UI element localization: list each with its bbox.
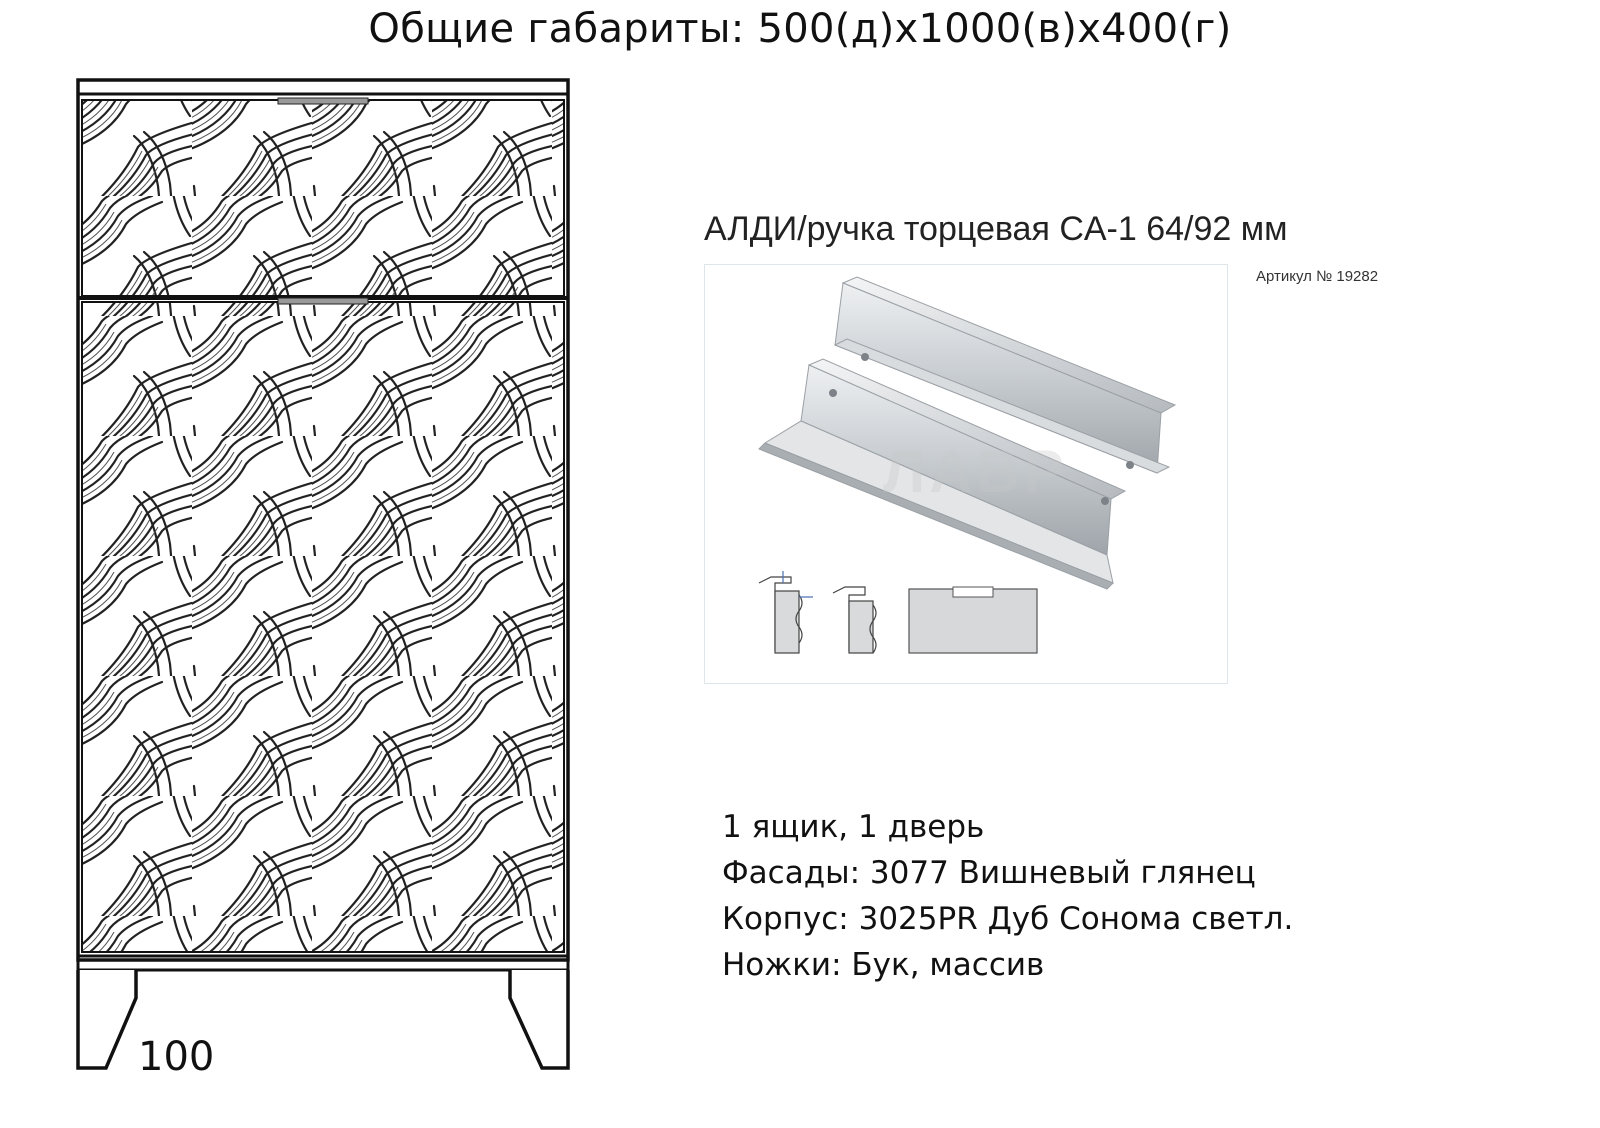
article-number: Артикул № 19282 bbox=[1256, 268, 1379, 285]
handle-name: АЛДИ/ручка торцевая CA-1 64/92 мм bbox=[704, 210, 1288, 248]
watermark-logo: ЛАВР bbox=[883, 438, 1068, 505]
specs-block: 1 ящик, 1 дверь Фасады: 3077 Вишневый гл… bbox=[722, 804, 1293, 988]
right-leg bbox=[508, 970, 570, 1070]
left-leg bbox=[76, 970, 138, 1070]
spec-configuration: 1 ящик, 1 дверь bbox=[722, 809, 985, 845]
cabinet-svg: 100 bbox=[76, 78, 570, 1080]
front-view bbox=[908, 586, 1038, 654]
spec-legs: Ножки: Бук, массив bbox=[722, 947, 1045, 983]
spec-body: Корпус: 3025PR Дуб Сонома светл. bbox=[722, 901, 1294, 937]
cabinet-drawing: 100 bbox=[72, 76, 592, 1110]
handle-illustration bbox=[758, 276, 1177, 654]
handle-profile-front bbox=[758, 358, 1127, 590]
spec-facades: Фасады: 3077 Вишневый глянец bbox=[722, 855, 1256, 891]
leg-dimension-label: 100 bbox=[138, 1034, 214, 1080]
page-title: Общие габариты: 500(д)x1000(в)x400(г) bbox=[368, 6, 1232, 52]
handle-profile-back bbox=[833, 276, 1177, 474]
cross-section-2 bbox=[832, 586, 877, 654]
handle-product-image: ЛАВР bbox=[704, 264, 1228, 684]
cross-section-1 bbox=[758, 571, 813, 654]
